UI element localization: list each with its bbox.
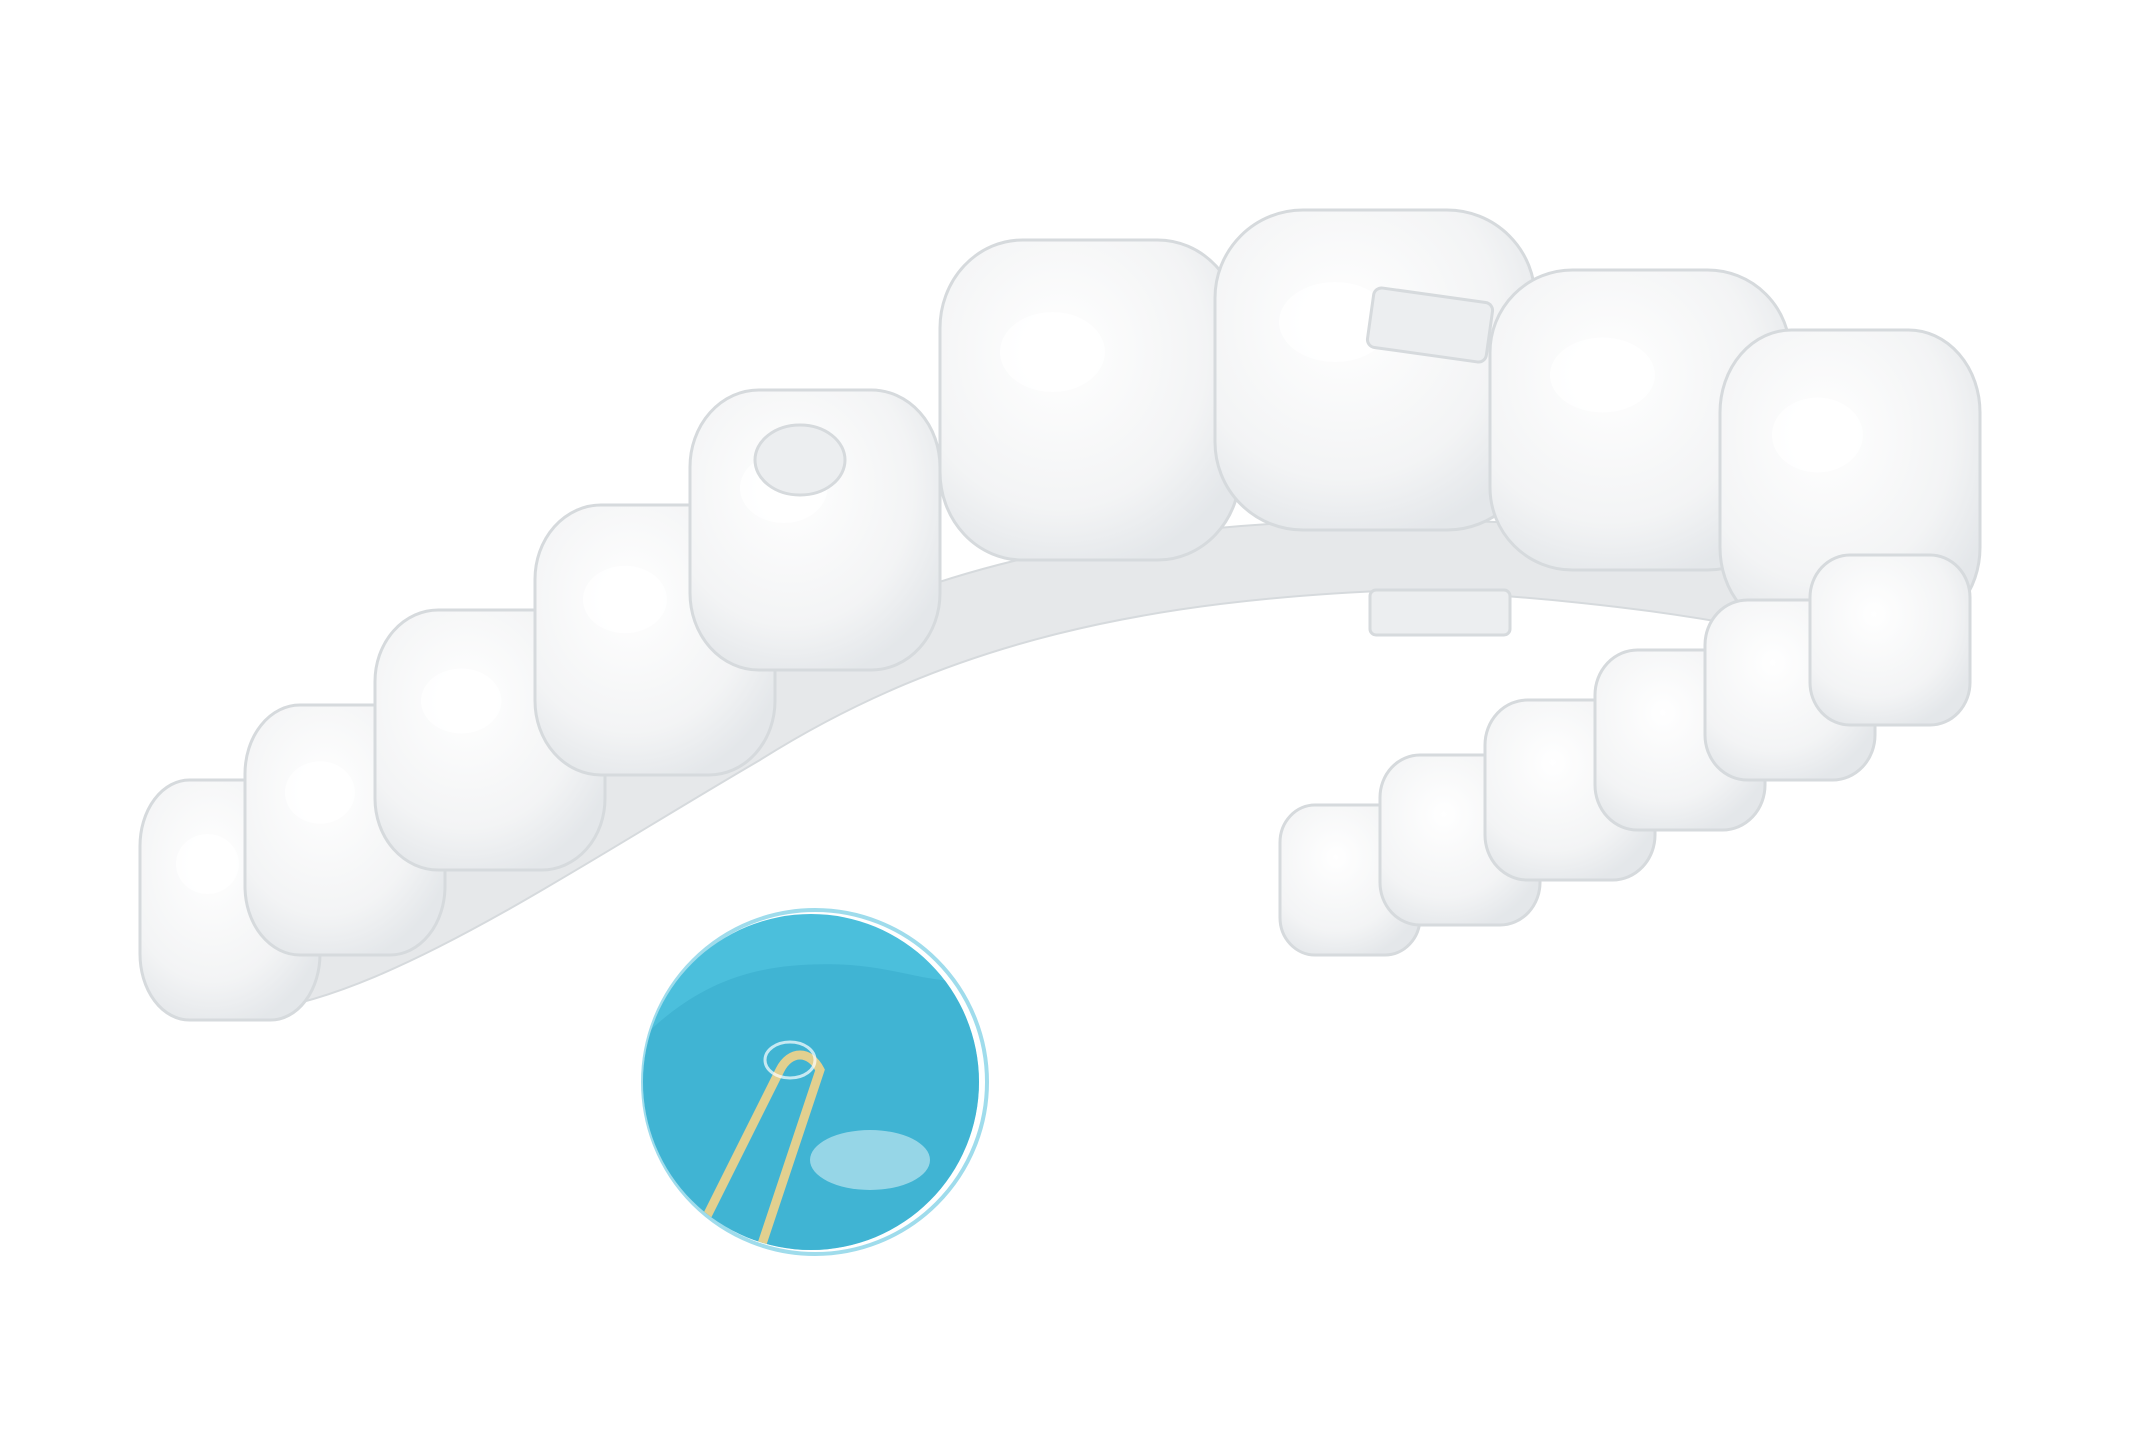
aligner-tooth (1213, 208, 1537, 532)
aligner-button-hook (753, 423, 847, 497)
inset-button (763, 1040, 817, 1080)
tooth-highlight (1000, 312, 1105, 392)
aligner-attachment (1368, 588, 1512, 637)
tooth-highlight (583, 565, 667, 634)
tooth-highlight (176, 834, 239, 894)
elastic-wire (685, 1050, 825, 1250)
inset-aligner-edge (643, 960, 979, 1250)
tooth-highlight (1772, 397, 1863, 473)
aligner-attachment (1365, 286, 1495, 364)
aligner-tooth-lower (1808, 553, 1972, 727)
aligner-tooth (688, 388, 942, 672)
tooth-highlight (1279, 282, 1391, 362)
aligner-teeth (138, 208, 1982, 1022)
aligner-tooth (938, 238, 1242, 562)
tooth-highlight (1550, 337, 1655, 413)
inset-highlight (810, 1130, 930, 1190)
inset-magnifier-circle (641, 908, 989, 1256)
tooth-highlight (421, 668, 502, 734)
tooth-highlight (285, 761, 355, 824)
